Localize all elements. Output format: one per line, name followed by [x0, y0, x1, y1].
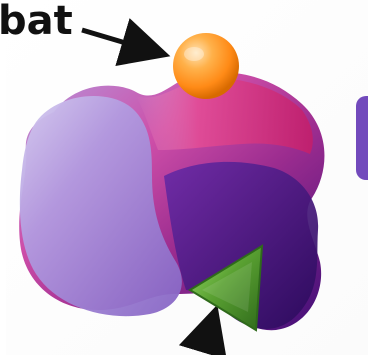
ball-highlight: [184, 47, 204, 61]
left-edge: [0, 0, 6, 355]
orange-ball-icon: [173, 33, 239, 99]
side-box: [356, 96, 368, 180]
top-label: bat: [0, 0, 73, 44]
